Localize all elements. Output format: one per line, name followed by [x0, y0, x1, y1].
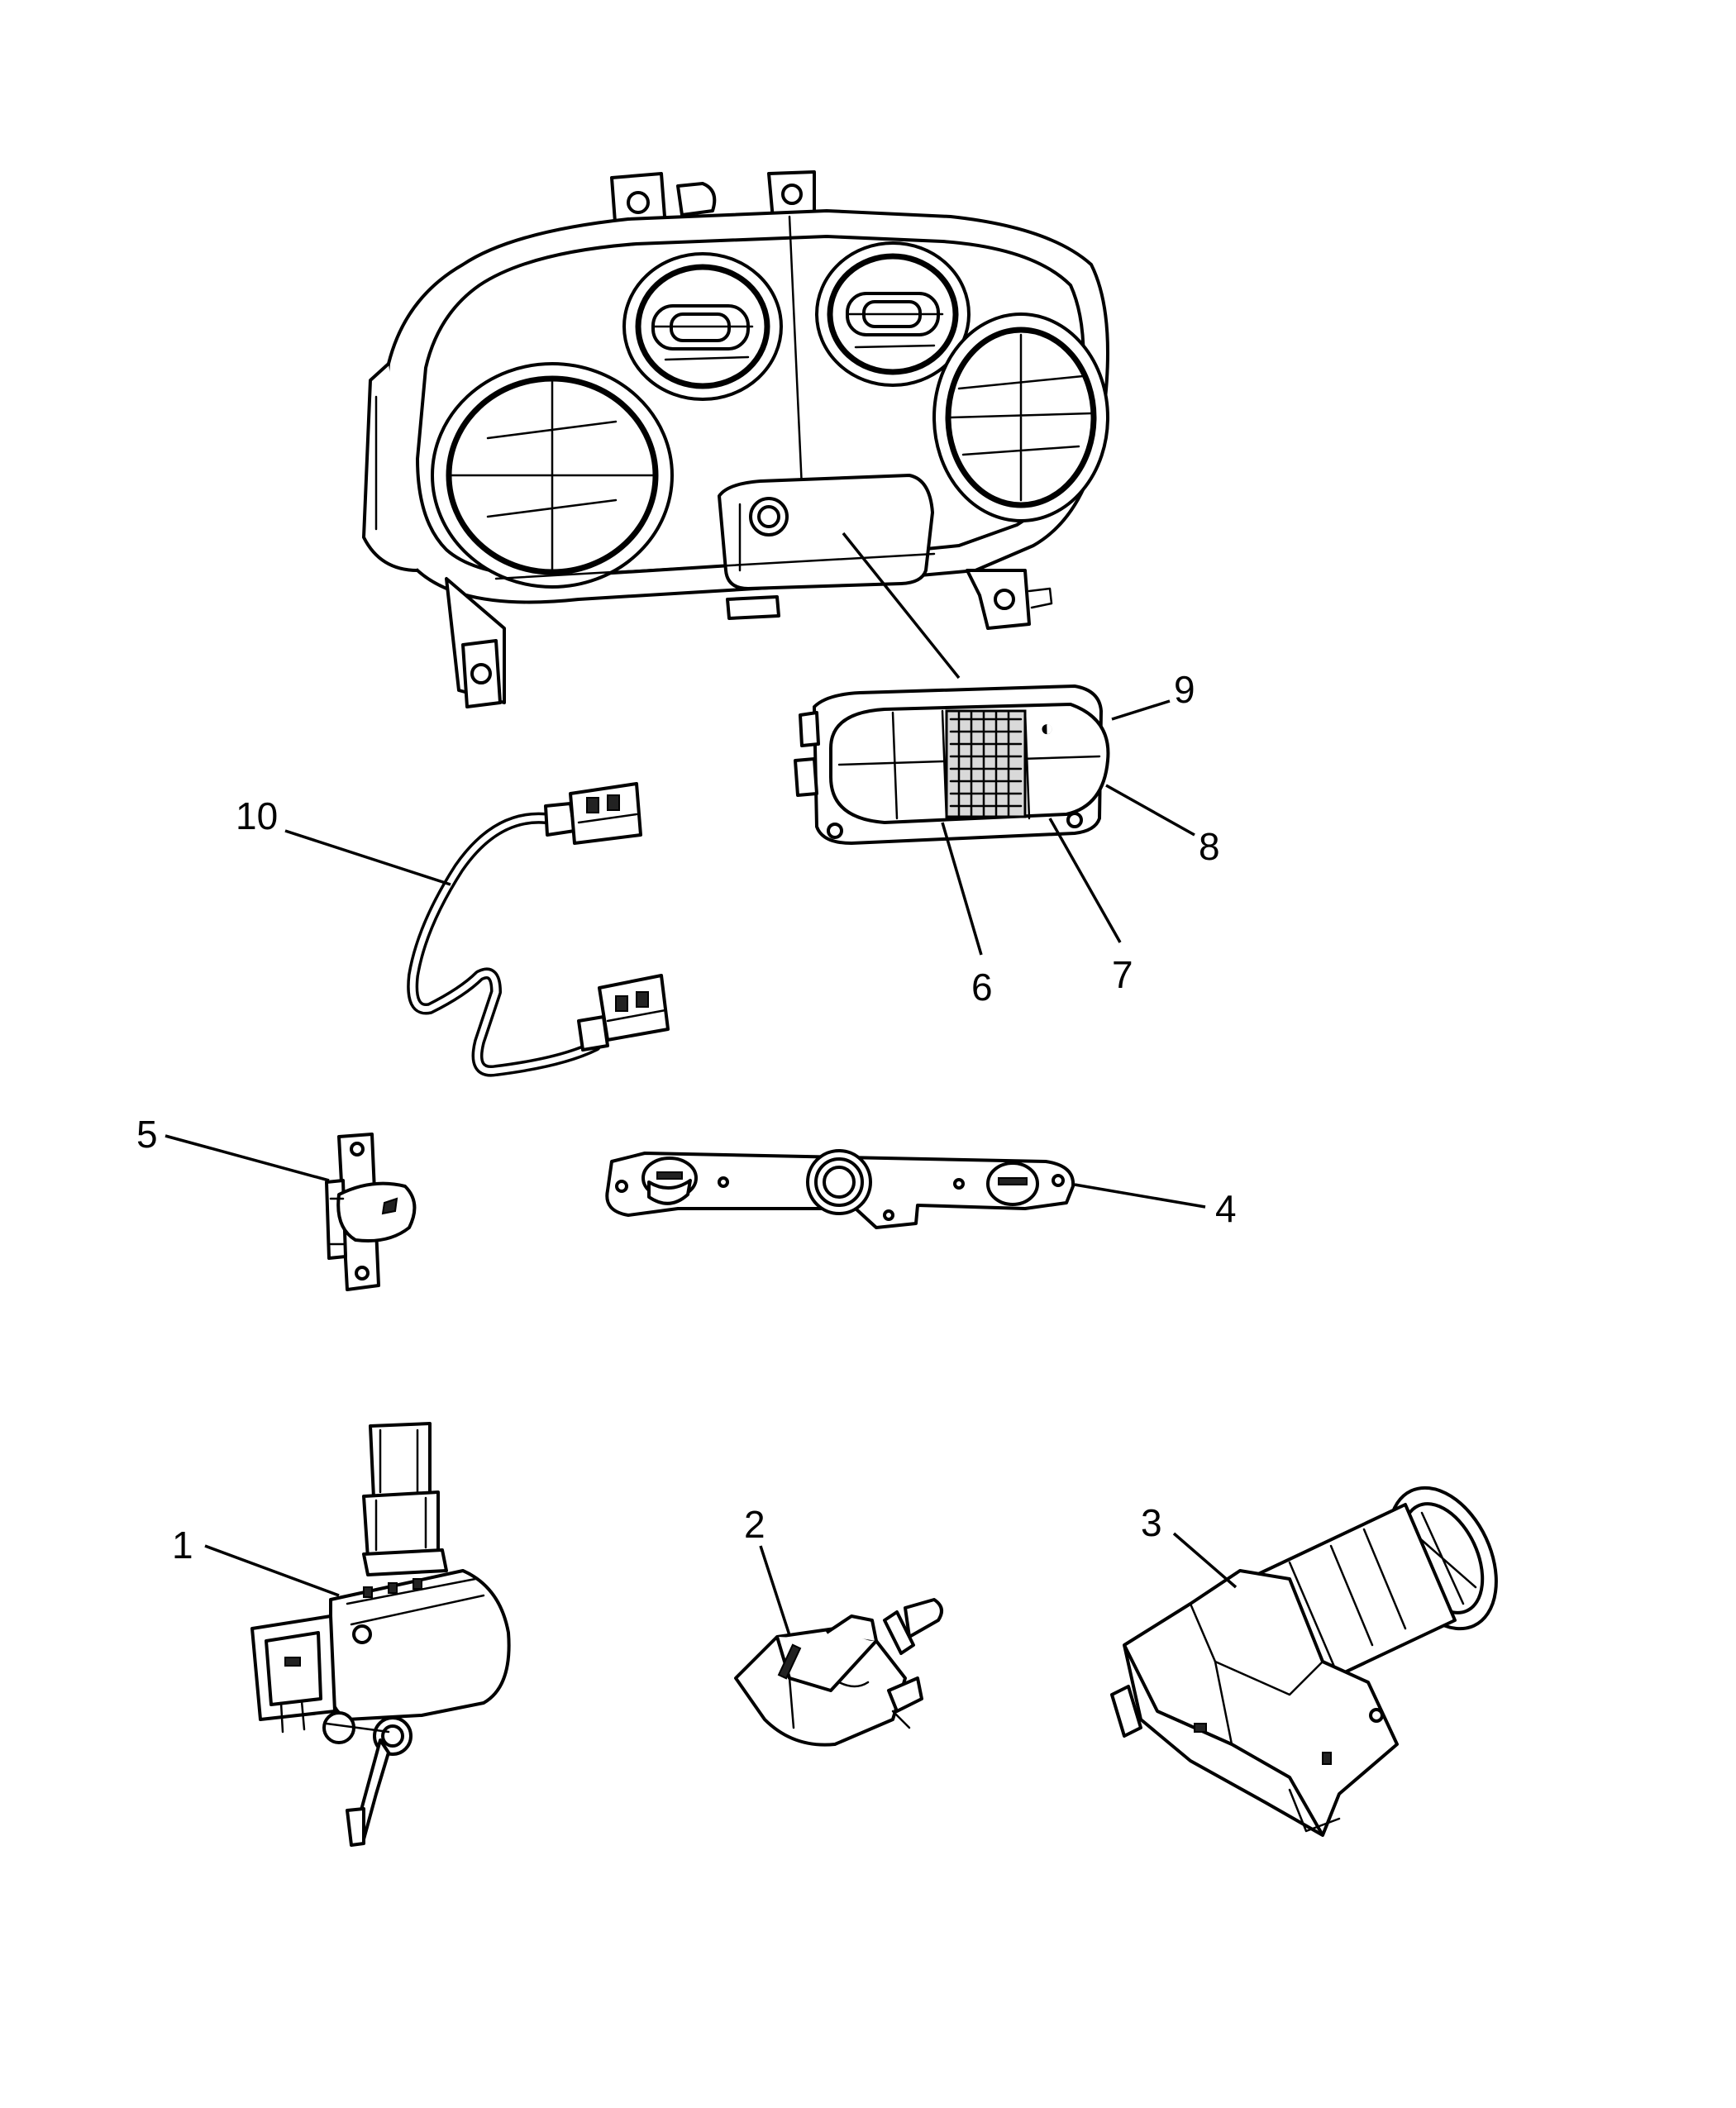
callout-5: 5: [136, 1113, 158, 1156]
leader-3: [1172, 1532, 1238, 1589]
callout-10: 10: [236, 794, 278, 837]
small-switch: [325, 1133, 417, 1291]
switch-bezel-bracket: [605, 1149, 1075, 1229]
callout-4: 4: [1215, 1187, 1237, 1230]
callout-6: 6: [971, 966, 993, 1009]
svg-text:◐: ◐: [1040, 715, 1054, 741]
instrument-cluster: [362, 170, 1109, 708]
leader-5: [165, 1134, 330, 1182]
callout-3: 3: [1141, 1501, 1162, 1544]
callout-7: 7: [1112, 953, 1133, 996]
switch-bank-assembly: ◐: [794, 684, 1110, 845]
wiring-harness: [407, 782, 670, 1077]
leader-2: [759, 1545, 791, 1636]
callout-2: 2: [744, 1503, 765, 1546]
leader-8: [1105, 784, 1195, 837]
part-1-actuator: [250, 1422, 511, 1847]
part-2-switch: [734, 1598, 943, 1747]
leader-4: [1074, 1183, 1206, 1209]
callout-labels: 1 2 3 4 5 6 7 8 9 10: [136, 668, 1237, 1567]
leader-6: [941, 822, 983, 956]
callout-1: 1: [172, 1524, 193, 1567]
leader-1: [204, 1544, 340, 1597]
part-3-ignition-switch: [1110, 1486, 1498, 1837]
leader-9: [1111, 699, 1171, 721]
leader-7: [1048, 818, 1122, 943]
leader-lines: [165, 699, 1238, 1636]
leader-10: [284, 829, 451, 886]
speaker-grille: [949, 711, 1023, 818]
callout-9: 9: [1174, 668, 1195, 711]
callout-8: 8: [1199, 825, 1220, 868]
